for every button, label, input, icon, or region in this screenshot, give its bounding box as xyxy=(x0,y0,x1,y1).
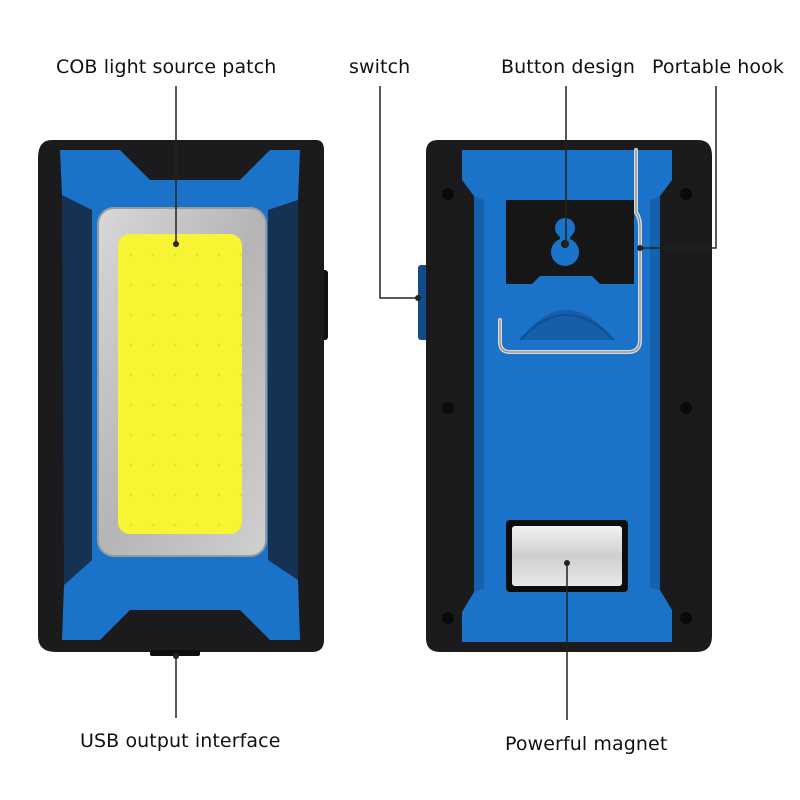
leader-dots xyxy=(173,241,643,659)
screw xyxy=(442,188,454,200)
screw xyxy=(680,402,692,414)
screw xyxy=(442,612,454,624)
leader-switch xyxy=(379,86,418,299)
magnet-plate xyxy=(512,526,622,586)
leader-lines xyxy=(175,86,717,720)
label-button-design: Button design xyxy=(501,56,636,78)
back-light xyxy=(418,140,712,652)
front-light xyxy=(38,140,328,656)
label-powerful-magnet: Powerful magnet xyxy=(505,733,668,755)
screw xyxy=(680,188,692,200)
hook-recess xyxy=(520,310,614,340)
screw xyxy=(680,612,692,624)
screw xyxy=(442,402,454,414)
usb-port xyxy=(150,650,200,656)
label-usb-output: USB output interface xyxy=(80,730,281,752)
label-switch: switch xyxy=(349,56,411,78)
side-switch-back xyxy=(418,265,428,340)
label-cob-light-source: COB light source patch xyxy=(56,56,277,78)
leader-hook xyxy=(640,86,717,249)
label-portable-hook: Portable hook xyxy=(652,56,784,78)
